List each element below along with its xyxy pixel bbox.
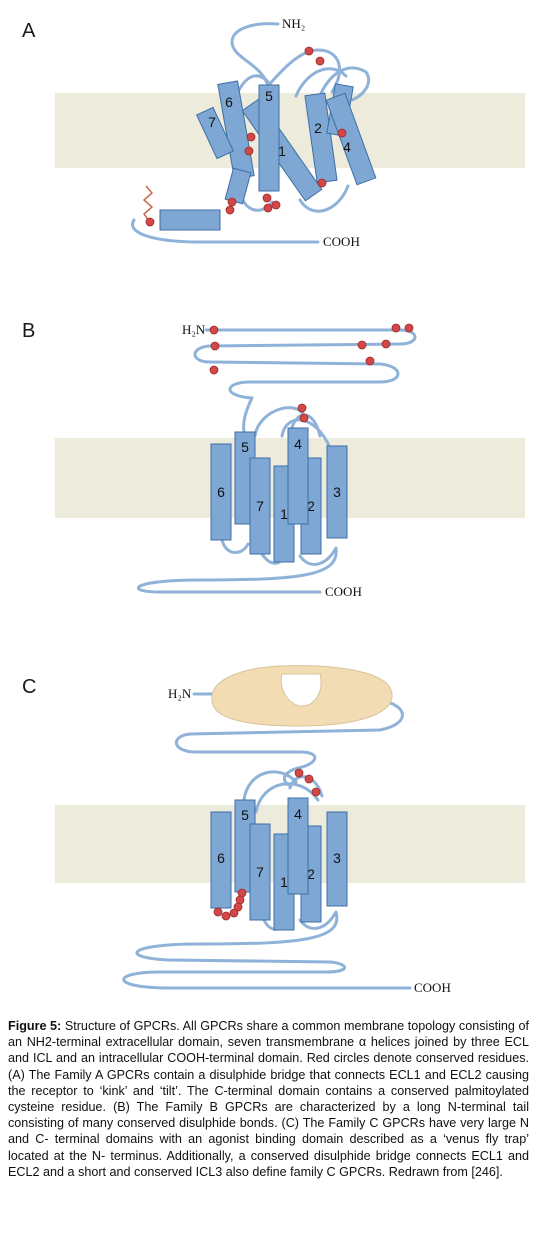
panel-b-residue — [297, 403, 307, 413]
panel-a-helix-7 — [196, 106, 234, 160]
panel-b-ecl-loops — [242, 396, 332, 450]
panel-b-helix-7 — [249, 457, 271, 555]
panel-b-residue — [381, 339, 391, 349]
panel-a-helix-5-number: 5 — [265, 88, 273, 104]
panel-c-residue — [229, 908, 239, 918]
panel-a-ecl-loops — [234, 48, 371, 102]
caption-text: Structure of GPCRs. All GPCRs share a co… — [8, 1019, 529, 1179]
panel-b-h2n-label: H₂N — [182, 322, 206, 337]
panel-c-icl-loops — [122, 910, 412, 990]
panel-b-helix-3-number: 3 — [333, 484, 341, 500]
panel-a-helix-8 — [159, 209, 221, 231]
panel-b-residue — [209, 365, 219, 375]
panel-c-residue — [213, 907, 223, 917]
panel-b-residue — [357, 340, 367, 350]
figure-caption: Figure 5: Structure of GPCRs. All GPCRs … — [8, 1018, 529, 1180]
panel-a-conserved-residues — [145, 46, 347, 227]
panel-a-residue — [145, 217, 155, 227]
panel-a: A NH₂ COOH 1 2 3 4 5 6 7 — [22, 16, 525, 249]
panel-a-residue — [315, 56, 325, 66]
panel-a-residue — [317, 178, 327, 188]
panel-b-residue — [365, 356, 375, 366]
panel-a-residue — [227, 197, 237, 207]
panel-c-helix-7 — [249, 823, 271, 921]
panel-c-letter: C — [22, 676, 36, 698]
panel-b-residue — [404, 323, 414, 333]
panel-a-residue — [246, 132, 256, 142]
panel-b-helix-6-number: 6 — [217, 484, 225, 500]
panel-b-residue — [209, 325, 219, 335]
panel-b-helix-7-number: 7 — [256, 498, 264, 514]
panel-c-conserved-residues — [213, 768, 321, 921]
panel-c-venus-fly-trap — [211, 665, 393, 727]
panel-a-helix-2 — [304, 92, 338, 184]
panel-c-helix-3 — [326, 811, 348, 907]
panel-c-helix-2-number: 2 — [307, 866, 315, 882]
panel-b: B H₂N COOH 1 2 3 4 5 6 7 — [22, 320, 525, 599]
panel-a-helix-6-number: 6 — [225, 94, 233, 110]
panel-b-helix-4-number: 4 — [294, 436, 302, 452]
panel-a-helix-5 — [258, 84, 280, 192]
panel-a-palmitoyl-chain — [142, 185, 154, 223]
panel-a-helix-2-number: 2 — [314, 120, 322, 136]
panel-b-icl-loops — [136, 538, 338, 594]
panel-b-residue — [391, 323, 401, 333]
panel-a-helix-1-number: 1 — [278, 143, 286, 159]
panel-c-residue — [221, 911, 231, 921]
panel-b-helix-3 — [326, 445, 348, 539]
panel-b-helix-5-number: 5 — [241, 439, 249, 455]
panel-a-letter: A — [22, 20, 36, 42]
panel-c-cooh-label: COOH — [414, 980, 451, 995]
panel-a-helix-4 — [325, 92, 377, 186]
panel-b-helix-2-number: 2 — [307, 498, 315, 514]
panel-c-helix-1-number: 1 — [280, 874, 288, 890]
panel-a-n-terminal-loop — [230, 22, 280, 88]
panel-c-helix-4-number: 4 — [294, 806, 302, 822]
panel-c-helix-7-number: 7 — [256, 864, 264, 880]
panel-c-helix-6-number: 6 — [217, 850, 225, 866]
panel-b-residue — [210, 341, 220, 351]
panel-b-cooh-label: COOH — [325, 584, 362, 599]
panel-a-helix-7-lower — [224, 167, 252, 205]
panel-c-helix-3-number: 3 — [333, 850, 341, 866]
panel-a-residue — [337, 128, 347, 138]
panel-a-nh2-label: NH₂ — [282, 16, 305, 31]
panel-c-helix-4 — [287, 797, 309, 895]
panel-a-residue — [271, 200, 281, 210]
panel-a-residue — [225, 205, 235, 215]
panel-c: C H₂N COOH 1 2 3 4 5 6 7 — [22, 665, 525, 995]
panel-b-helix-1-number: 1 — [280, 506, 288, 522]
panel-c-residue — [294, 768, 304, 778]
caption-label: Figure 5: — [8, 1019, 62, 1033]
panel-a-helix-4-number: 4 — [343, 139, 351, 155]
panel-c-helix-5-number: 5 — [241, 807, 249, 823]
panel-b-conserved-residues — [209, 323, 414, 423]
panel-c-h2n-label: H₂N — [168, 686, 192, 701]
panel-b-n-terminal-tail — [193, 328, 417, 400]
panel-b-helix-4 — [287, 427, 309, 525]
panel-b-letter: B — [22, 320, 35, 342]
panel-b-helix-6 — [210, 443, 232, 541]
panel-a-residue — [263, 203, 273, 213]
panel-c-residue — [311, 787, 321, 797]
panel-a-residue — [244, 146, 254, 156]
panel-b-residue — [299, 413, 309, 423]
panel-c-residue — [304, 774, 314, 784]
panel-c-residue — [233, 902, 243, 912]
panel-a-residue — [304, 46, 314, 56]
panel-a-residue — [262, 193, 272, 203]
panel-a-cooh-label: COOH — [323, 234, 360, 249]
gpcr-figure: A NH₂ COOH 1 2 3 4 5 6 7 — [22, 16, 525, 995]
panel-a-helix-7-number: 7 — [208, 114, 216, 130]
panel-c-helix-6 — [210, 811, 232, 909]
